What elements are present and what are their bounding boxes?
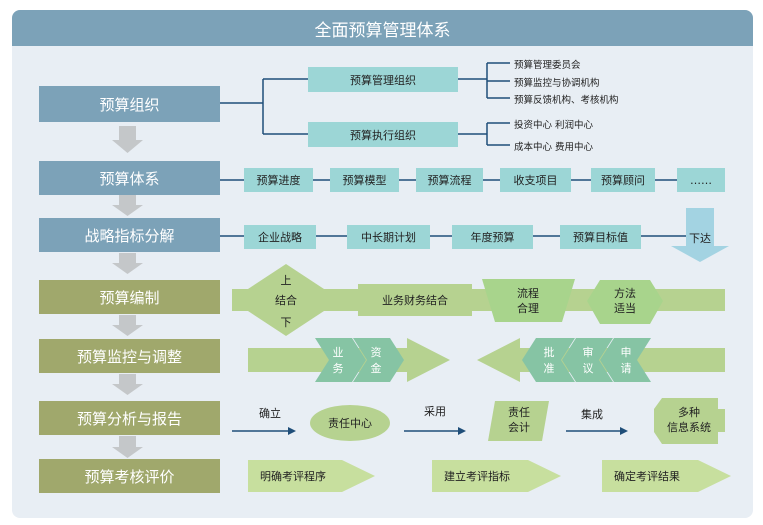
analysis-accounting-line: 责任 [508,406,530,419]
chevron-text-line: 请 [620,362,632,375]
chevron-approve [522,338,575,382]
strategy-item: 中长期计划 [347,225,430,249]
center-ellipse [310,405,390,441]
analysis-arrows [232,427,628,435]
chevron-text-line: 务 [332,362,344,375]
row-label-eval: 预算考核评价 [39,459,220,493]
chevron-review [562,338,613,382]
chevron-text-line: 金 [370,362,382,375]
accounting-parallelogram [488,401,549,441]
eval-step-1-text: 明确考评程序 [260,469,326,483]
system-item: 预算流程 [416,168,483,192]
eval-step-3-text: 确定考评结果 [614,469,680,483]
info-system-shape [654,398,725,444]
prep-process-line: 流程 [517,287,539,300]
eval-step-2-text: 建立考评指标 [444,469,510,483]
row-label-prep: 预算编制 [39,280,220,314]
eval-step-2 [432,460,561,492]
row-label-system: 预算体系 [39,161,220,195]
prep-biz-finance-box: 业务财务结合 [358,284,472,316]
row-transition-arrows [112,126,143,458]
system-item: 预算顾问 [591,168,655,192]
chevron-text-line: 审 [582,346,594,359]
chevron-approve-text: 批 准 [531,344,567,378]
analysis-multi-line: 多种 [678,406,700,419]
analysis-multi-system-text: 多种 信息系统 [654,404,724,436]
org-mgmt-box: 预算管理组织 [308,67,458,92]
system-item: 预算进度 [244,168,313,192]
chevron-text-line: 资 [370,346,382,359]
chevron-business [315,338,366,382]
issue-down-arrow [671,208,729,262]
chevron-text-line: 议 [582,362,594,375]
org-exec-item: 投资中心 利润中心 [514,120,594,131]
org-mgmt-item: 预算反馈机构、考核机构 [514,95,619,106]
chevron-funds [353,338,404,382]
prep-up-text: 上 [280,273,292,287]
analysis-accounting-text: 责任 会计 [492,404,546,436]
prep-method-text: 方法 适当 [595,285,655,317]
chevron-apply-text: 申 请 [608,344,644,378]
eval-step-1 [248,460,375,492]
prep-method-line: 适当 [614,302,636,315]
chevron-text-line: 业 [332,346,344,359]
down-triangle [248,311,324,336]
strategy-item: 预算目标值 [560,225,641,249]
method-hexagon [587,280,663,324]
prep-down-text: 下 [280,315,292,329]
chevron-business-text: 业 务 [320,344,356,378]
analysis-center-text: 责任中心 [328,416,372,430]
analysis-accounting-line: 会计 [508,421,530,434]
org-mgmt-item: 预算监控与协调机构 [514,78,600,89]
org-exec-box: 预算执行组织 [308,122,458,147]
chevron-review-text: 审 议 [570,344,606,378]
process-trapezoid [482,279,575,322]
eval-step-3 [602,460,731,492]
diagram-title: 全面预算管理体系 [12,10,753,46]
row-label-org: 预算组织 [39,86,220,122]
prep-process-line: 合理 [517,302,539,315]
system-item: 收支项目 [500,168,571,192]
system-item: 预算模型 [330,168,399,192]
prep-method-line: 方法 [614,287,636,300]
strategy-item: 年度预算 [452,225,533,249]
chevron-text-line: 批 [543,346,555,359]
analysis-multi-line: 信息系统 [667,421,711,434]
analysis-adopt-text: 采用 [424,404,446,418]
prep-combine-text: 结合 [275,293,297,307]
system-item: …… [677,168,725,192]
chevron-apply [600,338,651,382]
org-mgmt-item: 预算管理委员会 [514,60,581,71]
chevron-text-line: 申 [620,346,632,359]
chevron-funds-text: 资 金 [358,344,394,378]
strategy-issue-text: 下达 [689,231,711,245]
org-tree-lines [220,62,510,146]
row-label-monitor: 预算监控与调整 [39,339,220,373]
analysis-establish-text: 确立 [259,406,281,420]
row-label-analysis: 预算分析与报告 [39,401,220,435]
up-triangle [248,264,324,289]
analysis-integrate-text: 集成 [581,407,603,421]
org-exec-item: 成本中心 费用中心 [514,142,594,153]
chevron-text-line: 准 [543,362,555,375]
row-label-strategy: 战略指标分解 [39,218,220,252]
prep-process-text: 流程 合理 [498,285,558,317]
strategy-item: 企业战略 [244,225,316,249]
